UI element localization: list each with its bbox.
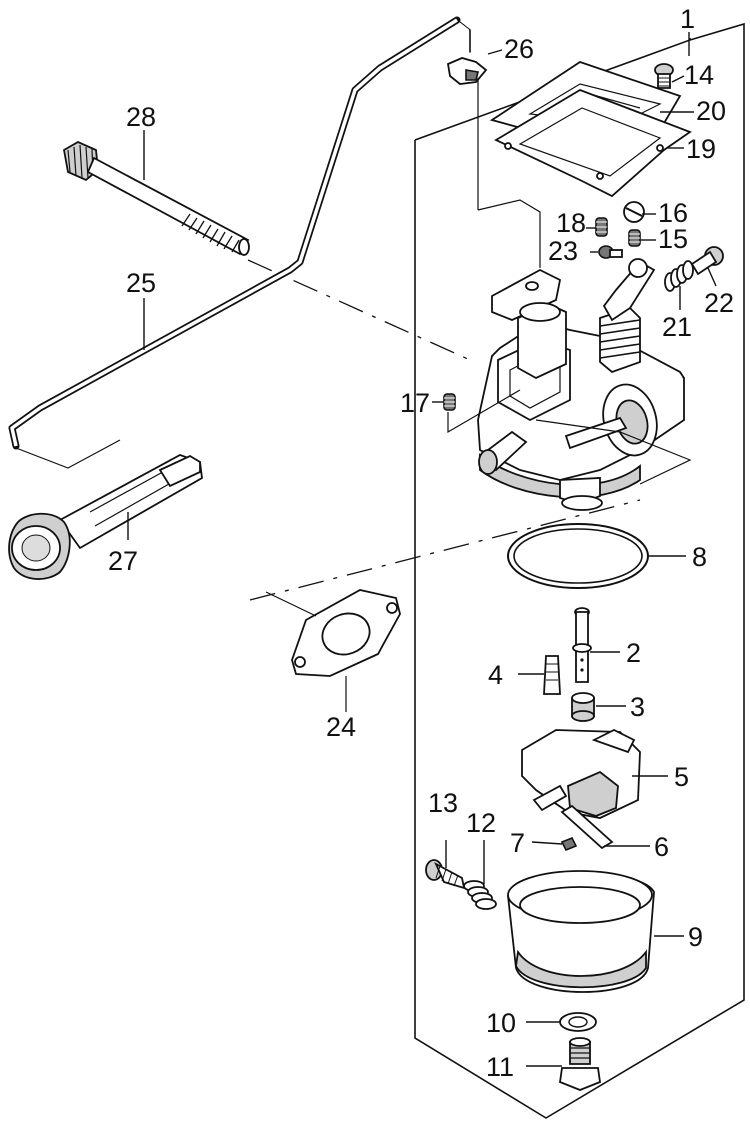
callout-7: 7 [510,828,525,858]
callout-25: 25 [126,268,156,298]
callout-23: 23 [548,236,578,266]
leader-lines [127,32,717,1067]
callout-22: 22 [704,288,734,318]
callout-19: 19 [686,134,716,164]
screw-14-part [654,63,674,89]
callout-2: 2 [626,638,641,668]
float-pin-part [560,804,614,850]
callout-16: 16 [658,198,688,228]
idle-screw-part [425,859,466,890]
callout-6: 6 [654,832,669,862]
spring-21-part [664,260,694,292]
washer-part [559,1012,597,1032]
callout-14: 14 [684,60,714,90]
callout-24: 24 [326,712,356,742]
callout-4: 4 [488,660,503,690]
assembly-boundary [414,22,745,1119]
spring-15-part [628,229,641,247]
clip-part [560,836,578,852]
callout-20: 20 [696,96,726,126]
callout-8: 8 [692,542,707,572]
callout-18: 18 [556,208,586,238]
carburetor-body-part [477,258,685,511]
callout-12: 12 [466,808,496,838]
float-bowl-part [507,870,655,993]
callout-27: 27 [108,546,138,576]
choke-rod [8,16,471,469]
rod-clip-part [446,57,488,85]
drain-bolt-part [559,1037,601,1091]
screw-16-part [623,201,645,223]
screw-23-part [598,245,623,259]
long-bolt-part [63,140,250,256]
callout-17: 17 [400,388,430,418]
callout-10: 10 [486,1008,516,1038]
jet-part [571,692,595,722]
callout-21: 21 [662,312,692,342]
pin-18-part [595,217,608,237]
needle-part [543,655,561,695]
callout-5: 5 [674,762,689,792]
callout-9: 9 [688,922,703,952]
screw-22-part [690,246,724,276]
flange-gasket-part [291,589,401,677]
callout-15: 15 [658,224,688,254]
float-part [521,728,641,819]
idle-spring-part [463,880,497,910]
dashed-axis-lines [247,259,641,601]
callout-13: 13 [428,788,458,818]
callout-28: 28 [126,102,156,132]
gasket-part [494,89,692,198]
callout-26: 26 [504,34,534,64]
choke-knob-part [8,454,203,580]
o-ring-part [507,523,649,589]
callout-11: 11 [486,1052,514,1082]
part-callouts: 1 14 20 19 26 28 16 18 15 23 22 25 21 17… [108,4,734,1082]
callout-1: 1 [680,4,695,34]
main-nozzle-part [572,607,592,683]
pin-17-part [443,393,456,411]
callout-3: 3 [630,692,645,722]
